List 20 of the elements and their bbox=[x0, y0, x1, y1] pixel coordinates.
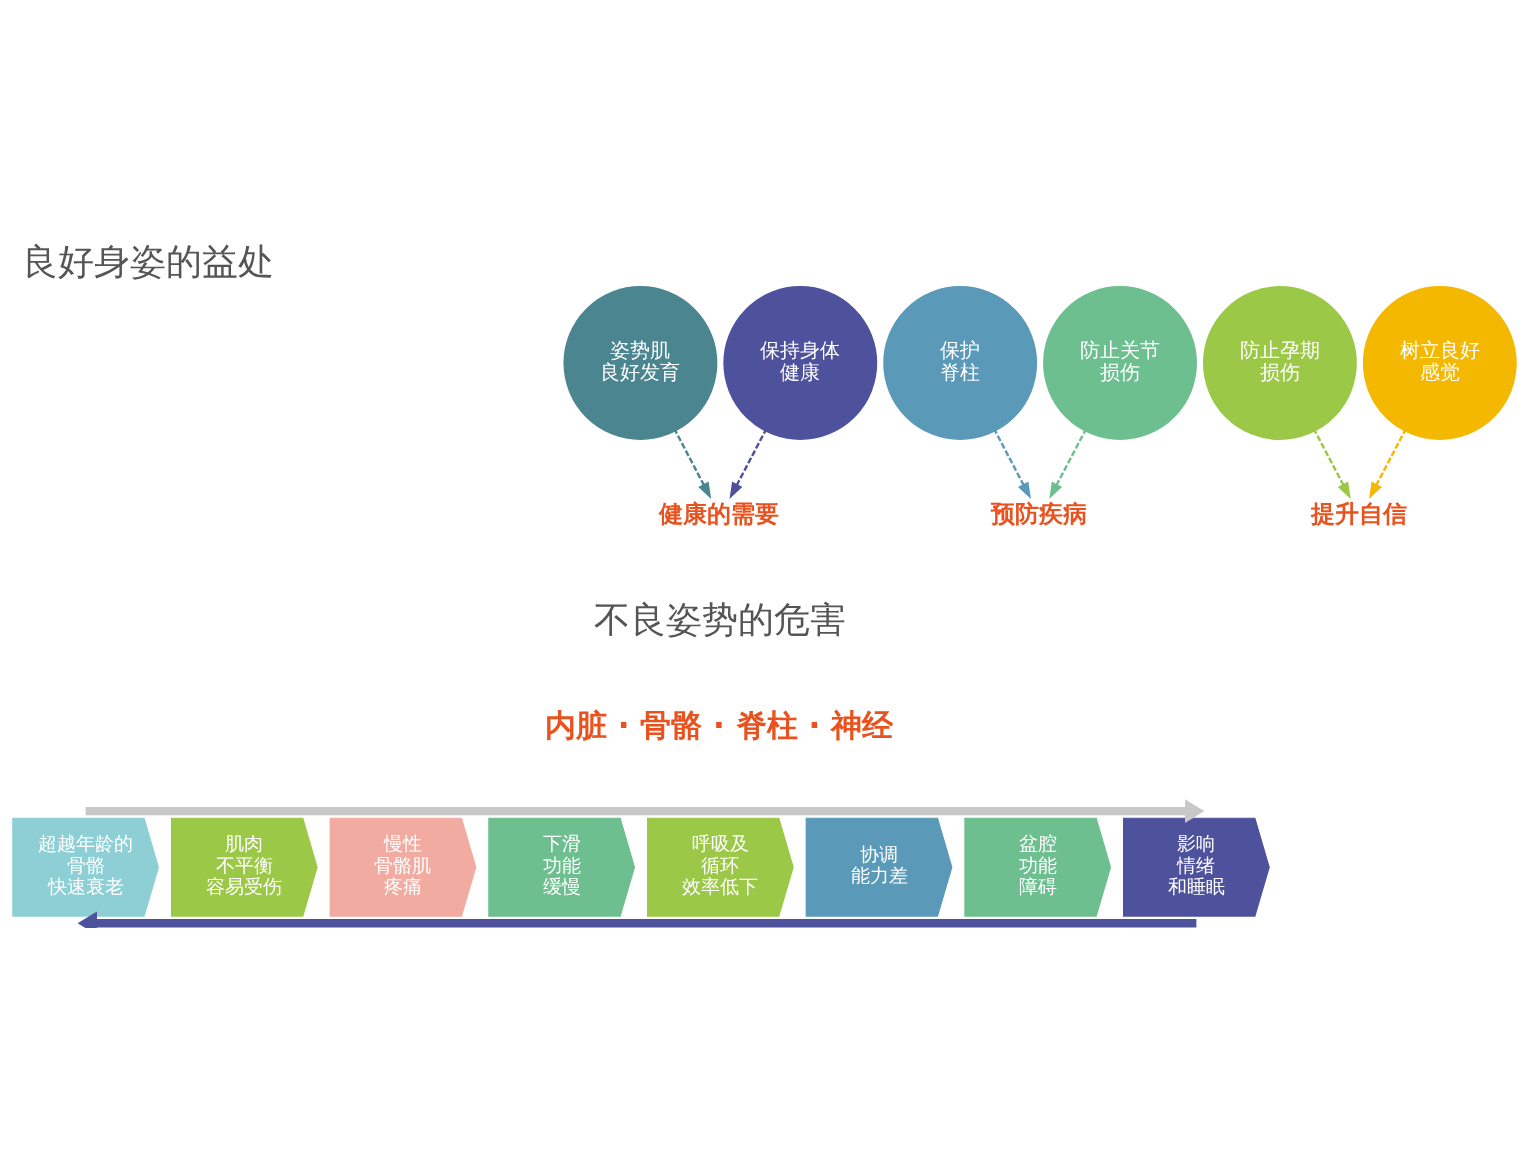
node-circle: 防止关节损伤 bbox=[1043, 285, 1197, 440]
diagram-title: 良好身姿的益处 bbox=[22, 240, 275, 282]
arrow bbox=[729, 427, 768, 499]
arrow bbox=[1049, 427, 1088, 499]
arrow bbox=[673, 427, 712, 499]
node-text: 提升自信 bbox=[1310, 499, 1407, 528]
node-circle: 保持身体健康 bbox=[723, 285, 878, 440]
node-text: 预防疾病 bbox=[991, 499, 1088, 528]
node-circle: 树立良好感觉 bbox=[1362, 285, 1517, 440]
node-text: 健康的需要 bbox=[659, 499, 780, 528]
node-circle: 姿势肌良好发育 bbox=[563, 285, 718, 440]
arrow bbox=[77, 910, 1197, 928]
node-circle: 防止孕期损伤 bbox=[1202, 285, 1357, 440]
arrow bbox=[1312, 427, 1351, 499]
arrow bbox=[992, 427, 1031, 499]
label: 不良姿势的危害 bbox=[594, 598, 847, 640]
arrow bbox=[85, 798, 1205, 823]
node-circle: 保护脊柱 bbox=[883, 285, 1038, 440]
arrow bbox=[1369, 427, 1408, 499]
label: 内脏 · 骨骼 · 脊柱 · 神经 bbox=[544, 706, 894, 743]
